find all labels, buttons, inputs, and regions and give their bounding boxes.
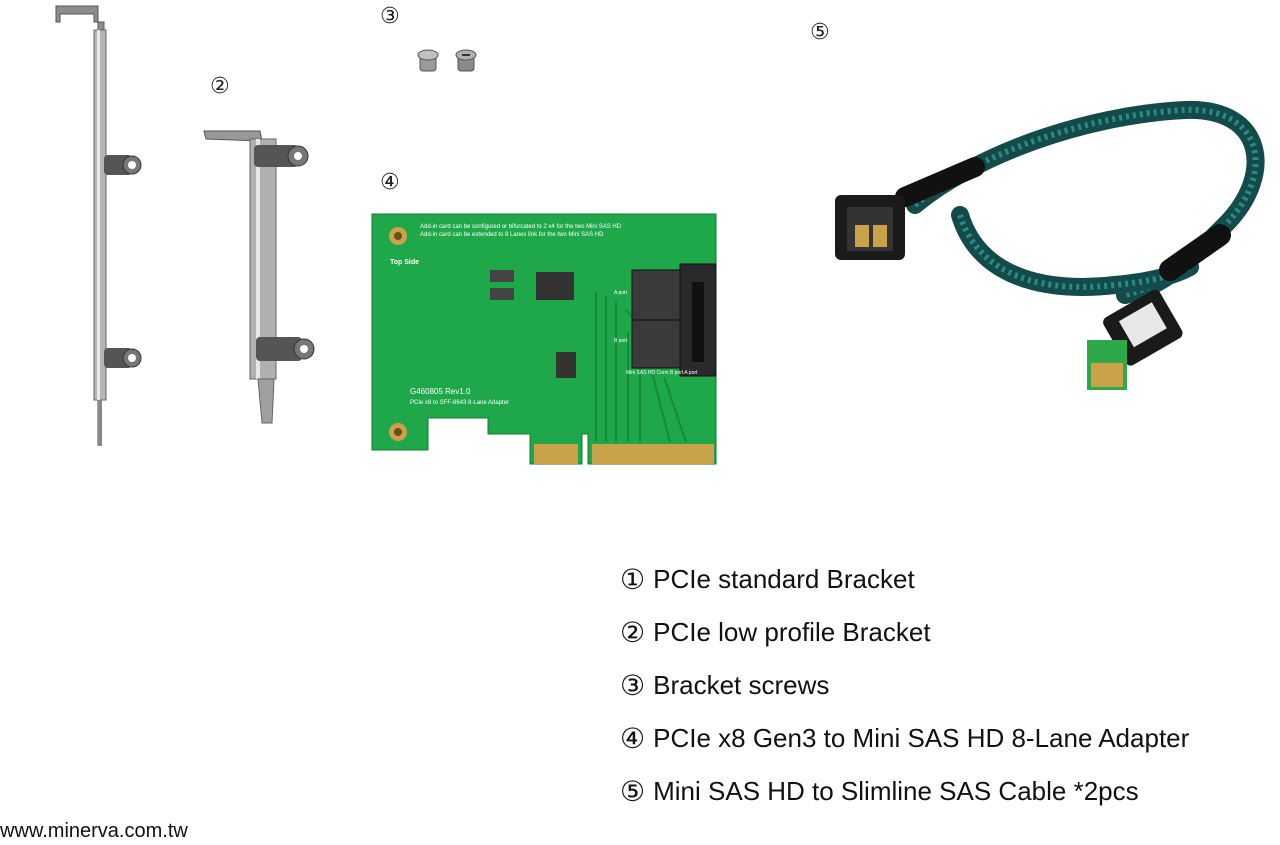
legend-label: PCIe x8 Gen3 to Mini SAS HD 8-Lane Adapt… xyxy=(653,723,1190,753)
svg-text:Top Side: Top Side xyxy=(390,259,419,266)
legend: ① PCIe standard Bracket ② PCIe low profi… xyxy=(620,553,1189,818)
svg-text:Add-in card can be configured: Add-in card can be configured or bifurca… xyxy=(420,224,622,230)
standard-bracket-image xyxy=(55,5,142,446)
slimline-sas-plug xyxy=(1087,289,1183,390)
marker-adapter: ④ xyxy=(380,170,400,195)
svg-text:Mini SAS HD Conn B port A por: Mini SAS HD Conn B port A port xyxy=(626,370,698,376)
mini-sas-hd-plug xyxy=(835,195,905,260)
cable-image xyxy=(835,100,1265,390)
legend-number: ⑤ xyxy=(620,775,646,808)
legend-number: ① xyxy=(620,563,646,596)
legend-label: Bracket screws xyxy=(653,670,830,700)
legend-item: ① PCIe standard Bracket xyxy=(620,553,1189,606)
svg-text:Add-in card can be extended to: Add-in card can be extended to 8 Lanes l… xyxy=(420,232,604,238)
legend-item: ④ PCIe x8 Gen3 to Mini SAS HD 8-Lane Ada… xyxy=(620,712,1189,765)
website-url: www.minerva.com.tw xyxy=(0,820,188,842)
gold-fingers xyxy=(534,444,714,464)
svg-text:G460805 Rev1.0: G460805 Rev1.0 xyxy=(410,387,471,396)
svg-text:PCIe x8 to SFF-8643 8-Lane Ada: PCIe x8 to SFF-8643 8-Lane Adapter xyxy=(410,400,509,406)
legend-number: ④ xyxy=(620,722,646,755)
legend-label: PCIe low profile Bracket xyxy=(653,617,931,647)
legend-label: PCIe standard Bracket xyxy=(653,564,915,594)
marker-screws: ③ xyxy=(380,4,400,29)
screws-image xyxy=(417,49,477,72)
low-profile-bracket-image xyxy=(203,130,315,424)
legend-number: ③ xyxy=(620,669,646,702)
marker-cable: ⑤ xyxy=(810,20,830,45)
mini-sas-hd-connector xyxy=(631,263,717,377)
legend-item: ⑤ Mini SAS HD to Slimline SAS Cable *2pc… xyxy=(620,765,1189,818)
legend-item: ② PCIe low profile Bracket xyxy=(620,606,1189,659)
marker-bracket-low: ② xyxy=(210,74,230,99)
legend-item: ③ Bracket screws xyxy=(620,659,1189,712)
legend-number: ② xyxy=(620,616,646,649)
svg-text:B port: B port xyxy=(614,338,628,344)
adapter-board-image: Add-in card can be configured or bifurca… xyxy=(371,213,717,465)
legend-label: Mini SAS HD to Slimline SAS Cable *2pcs xyxy=(653,776,1139,806)
svg-text:A port: A port xyxy=(614,290,628,296)
